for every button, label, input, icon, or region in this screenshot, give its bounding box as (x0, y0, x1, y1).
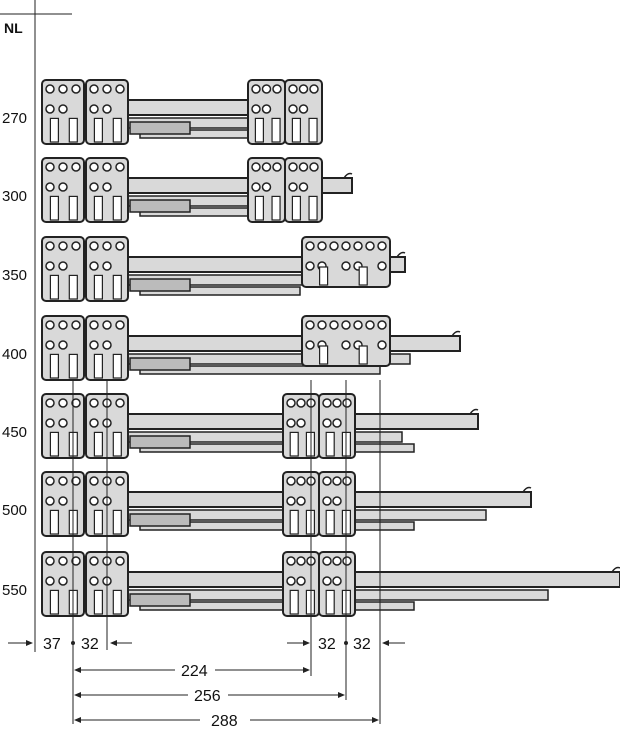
front-bracket-left (282, 551, 320, 617)
rear-bracket-left (41, 236, 85, 302)
rail-hook (522, 486, 532, 493)
dim-front-spacing-left: 32 (318, 636, 336, 653)
nl-label: 400 (2, 346, 27, 363)
front-bracket (301, 236, 391, 288)
front-bracket-right (284, 157, 323, 223)
nl-axis-label: NL (4, 20, 23, 36)
outer-rail (127, 571, 620, 588)
drawer-row: 450 (2, 393, 479, 459)
drawer-list: 270 300 350 400 450 500 550 (2, 79, 620, 617)
dim-span-288: 288 (211, 713, 238, 730)
dimensions (8, 380, 405, 724)
dim-span-256: 256 (194, 688, 221, 705)
rail-hook (611, 566, 620, 573)
nl-label: 300 (2, 188, 27, 205)
front-bracket-right (318, 551, 356, 617)
front-bracket-right (318, 393, 356, 459)
drawer-row: 270 (2, 79, 323, 145)
nl-label: 450 (2, 424, 27, 441)
rear-bracket-left (41, 157, 85, 223)
soft-close-mechanism (129, 435, 191, 449)
rear-bracket-right (85, 79, 129, 145)
soft-close-mechanism (129, 593, 191, 607)
front-bracket-left (247, 79, 286, 145)
soft-close-mechanism (129, 199, 191, 213)
rear-bracket-right (85, 157, 129, 223)
rail-hook (343, 172, 353, 179)
rail-hook (451, 330, 461, 337)
rear-bracket-left (41, 393, 85, 459)
rail-hook (396, 251, 406, 258)
rear-bracket-left (41, 551, 85, 617)
rail-hook (469, 408, 479, 415)
front-bracket-left (247, 157, 286, 223)
nl-label: 270 (2, 110, 27, 127)
front-bracket-left (282, 393, 320, 459)
dim-rear-spacing: 32 (81, 636, 99, 653)
nl-label: 350 (2, 267, 27, 284)
soft-close-mechanism (129, 278, 191, 292)
dim-rear-offset: 37 (43, 636, 61, 653)
soft-close-mechanism (129, 357, 191, 371)
rear-bracket-left (41, 471, 85, 537)
soft-close-mechanism (129, 513, 191, 527)
nl-label: 550 (2, 582, 27, 599)
drawer-row: 300 (2, 157, 353, 223)
drawer-row: 500 (2, 471, 532, 537)
front-bracket (301, 315, 391, 367)
outer-rail (127, 335, 461, 352)
front-bracket-right (284, 79, 323, 145)
rear-bracket-right (85, 236, 129, 302)
rear-bracket-left (41, 79, 85, 145)
front-bracket-left (282, 471, 320, 537)
rear-bracket-right (85, 315, 129, 381)
soft-close-mechanism (129, 121, 191, 135)
front-bracket-right (318, 471, 356, 537)
dimension-arrows (26, 640, 389, 723)
dim-front-spacing-right: 32 (353, 636, 371, 653)
nl-label: 500 (2, 502, 27, 519)
drawer-row: 400 (2, 315, 461, 381)
dim-span-224: 224 (181, 663, 208, 680)
drawer-row: 350 (2, 236, 406, 302)
rear-bracket-left (41, 315, 85, 381)
drawer-row: 550 (2, 551, 620, 617)
